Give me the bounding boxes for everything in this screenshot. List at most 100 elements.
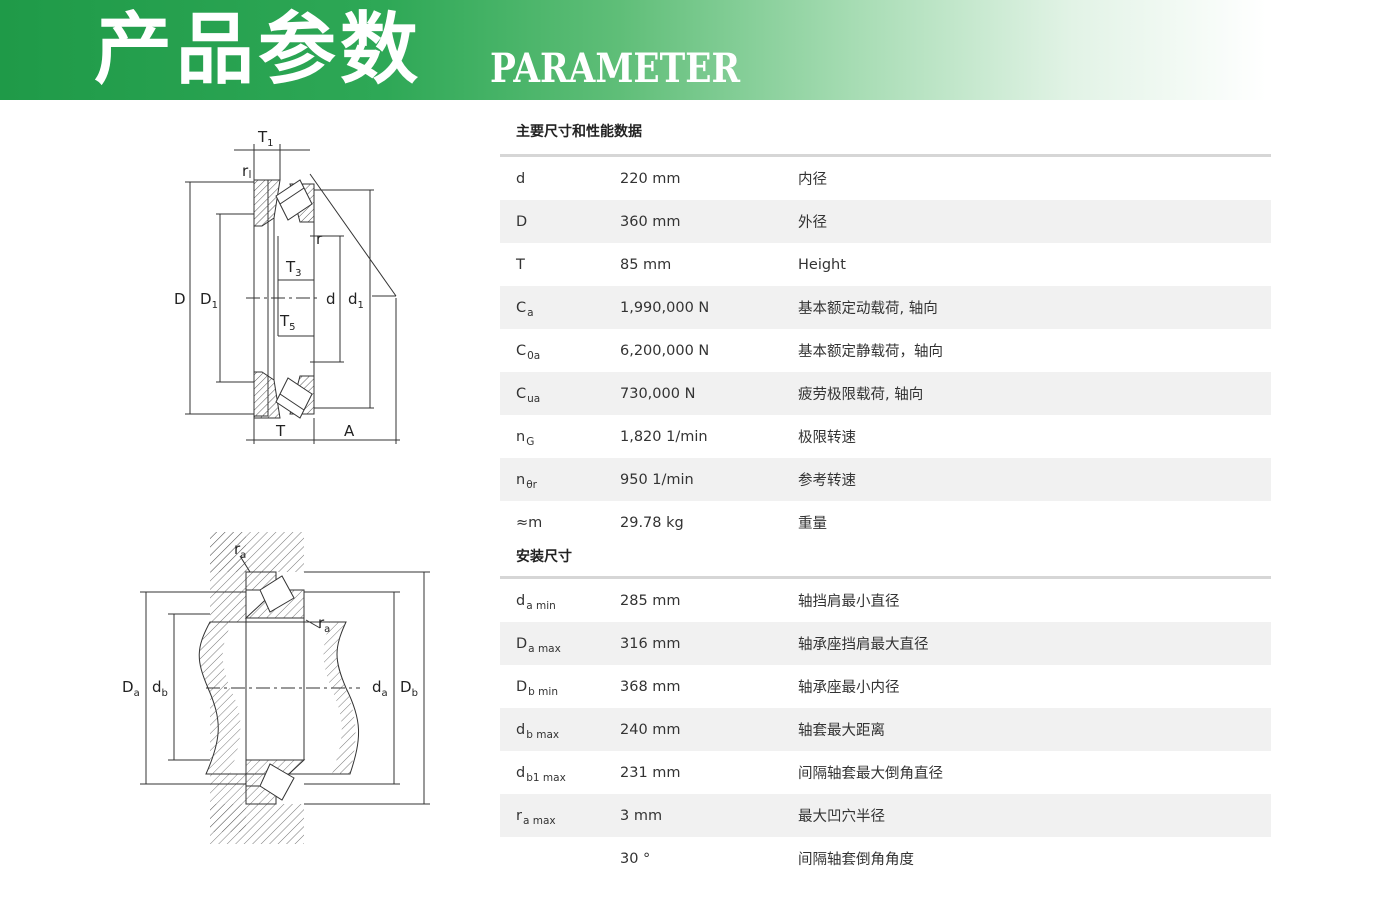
label-r-mid: r xyxy=(316,230,323,248)
bearing-section-drawing: T1 r r T3 T5 D D1 d d1 T A xyxy=(150,118,420,458)
param-symbol-subscript: G xyxy=(526,435,535,448)
param-description: 间隔轴套倒角角度 xyxy=(798,852,914,868)
param-symbol-subscript: θr xyxy=(526,478,537,491)
param-symbol xyxy=(500,851,620,867)
param-symbol: Cua xyxy=(500,385,620,405)
param-value: 368 mm xyxy=(620,678,681,695)
table-row: d 220 mm 内径 xyxy=(500,157,1271,200)
param-description: 基本额定静载荷，轴向 xyxy=(798,344,943,360)
label-d1: d1 xyxy=(348,290,364,311)
table-row: 30 ° 间隔轴套倒角角度 xyxy=(500,837,1271,880)
param-symbol-main: d xyxy=(516,721,526,738)
label-T3: T3 xyxy=(285,258,302,279)
param-symbol: C0a xyxy=(500,342,620,362)
label-da: da xyxy=(372,678,388,699)
parameter-table: 主要尺寸和性能数据 d 220 mm 内径 D 360 mm 外径 T 85 mm Height… xyxy=(500,110,1271,880)
section-title-mounting: 安装尺寸 xyxy=(516,549,572,565)
label-d: d xyxy=(326,290,336,308)
table-row: T 85 mm Height xyxy=(500,243,1271,286)
param-symbol-subscript: b1 max xyxy=(526,771,566,784)
param-value: 1,990,000 N xyxy=(620,299,710,316)
param-description: 基本额定动载荷, 轴向 xyxy=(798,301,938,317)
section-divider xyxy=(500,576,1271,579)
param-value: 285 mm xyxy=(620,592,681,609)
section-title-main: 主要尺寸和性能数据 xyxy=(516,124,642,140)
section-divider xyxy=(500,154,1271,157)
param-description: 极限转速 xyxy=(798,430,856,446)
param-value: 30 ° xyxy=(620,850,651,867)
param-symbol-main: C xyxy=(516,299,527,316)
param-value: 240 mm xyxy=(620,721,681,738)
param-value: 6,200,000 N xyxy=(620,342,710,359)
param-symbol-main: d xyxy=(516,170,526,187)
param-value: 220 mm xyxy=(620,170,681,187)
param-description: 间隔轴套最大倒角直径 xyxy=(798,766,943,782)
param-symbol: d xyxy=(500,171,620,187)
label-T5: T5 xyxy=(279,312,296,333)
banner-title-en: PARAMETER xyxy=(490,45,741,92)
param-description: 轴承座最小内径 xyxy=(798,680,900,696)
param-symbol-main: C xyxy=(516,342,527,359)
param-description: 疲劳极限载荷, 轴向 xyxy=(798,387,924,403)
param-symbol-subscript: a xyxy=(527,306,534,319)
param-value: 3 mm xyxy=(620,807,663,824)
param-symbol: Da max xyxy=(500,635,620,655)
param-value: 85 mm xyxy=(620,256,672,273)
table-row: db1 max 231 mm 间隔轴套最大倒角直径 xyxy=(500,751,1271,794)
param-description: 外径 xyxy=(798,215,827,231)
mounting-dimensions-drawing: ra ra Da db da Db xyxy=(110,528,440,848)
label-A: A xyxy=(344,422,355,440)
param-symbol: nG xyxy=(500,428,620,448)
param-symbol-main: r xyxy=(516,807,522,824)
param-symbol-main: D xyxy=(516,213,528,230)
param-symbol-subscript: b min xyxy=(528,685,558,698)
param-symbol: da min xyxy=(500,592,620,612)
label-D1: D1 xyxy=(200,290,218,311)
label-ra-top: ra xyxy=(234,540,246,561)
param-value: 360 mm xyxy=(620,213,681,230)
param-symbol-subscript: b max xyxy=(526,728,560,741)
param-symbol: ra max xyxy=(500,807,620,827)
param-description: 轴承座挡肩最大直径 xyxy=(798,637,929,653)
param-symbol-subscript: a min xyxy=(526,599,556,612)
param-description: Height xyxy=(798,256,846,273)
param-symbol-main: T xyxy=(516,256,525,273)
param-symbol: T xyxy=(500,257,620,273)
param-value: 950 1/min xyxy=(620,471,694,488)
table-row: D 360 mm 外径 xyxy=(500,200,1271,243)
param-description: 轴挡肩最小直径 xyxy=(798,594,900,610)
param-symbol-main: d xyxy=(516,592,526,609)
param-symbol-main: D xyxy=(516,635,528,652)
param-symbol: D xyxy=(500,214,620,230)
param-symbol: db max xyxy=(500,721,620,741)
param-symbol-subscript: a max xyxy=(528,642,561,655)
label-D: D xyxy=(174,290,186,308)
label-T: T xyxy=(275,422,286,440)
param-symbol: Db min xyxy=(500,679,620,698)
param-symbol-main: C xyxy=(516,385,527,402)
param-symbol-subscript: 0a xyxy=(527,349,541,362)
label-Db: Db xyxy=(400,678,418,699)
param-symbol-main: d xyxy=(516,764,526,781)
param-symbol-main: n xyxy=(516,428,526,445)
param-description: 轴套最大距离 xyxy=(798,723,885,739)
param-value: 231 mm xyxy=(620,764,681,781)
mounting-drawing-svg: ra ra Da db da Db xyxy=(122,532,430,844)
label-T1: T1 xyxy=(257,128,274,149)
param-symbol: ≈m xyxy=(500,515,620,531)
param-symbol-subscript: a max xyxy=(522,814,556,827)
param-description: 内径 xyxy=(798,172,827,188)
param-symbol-subscript: ua xyxy=(527,392,541,405)
param-symbol-main: n xyxy=(516,471,526,488)
